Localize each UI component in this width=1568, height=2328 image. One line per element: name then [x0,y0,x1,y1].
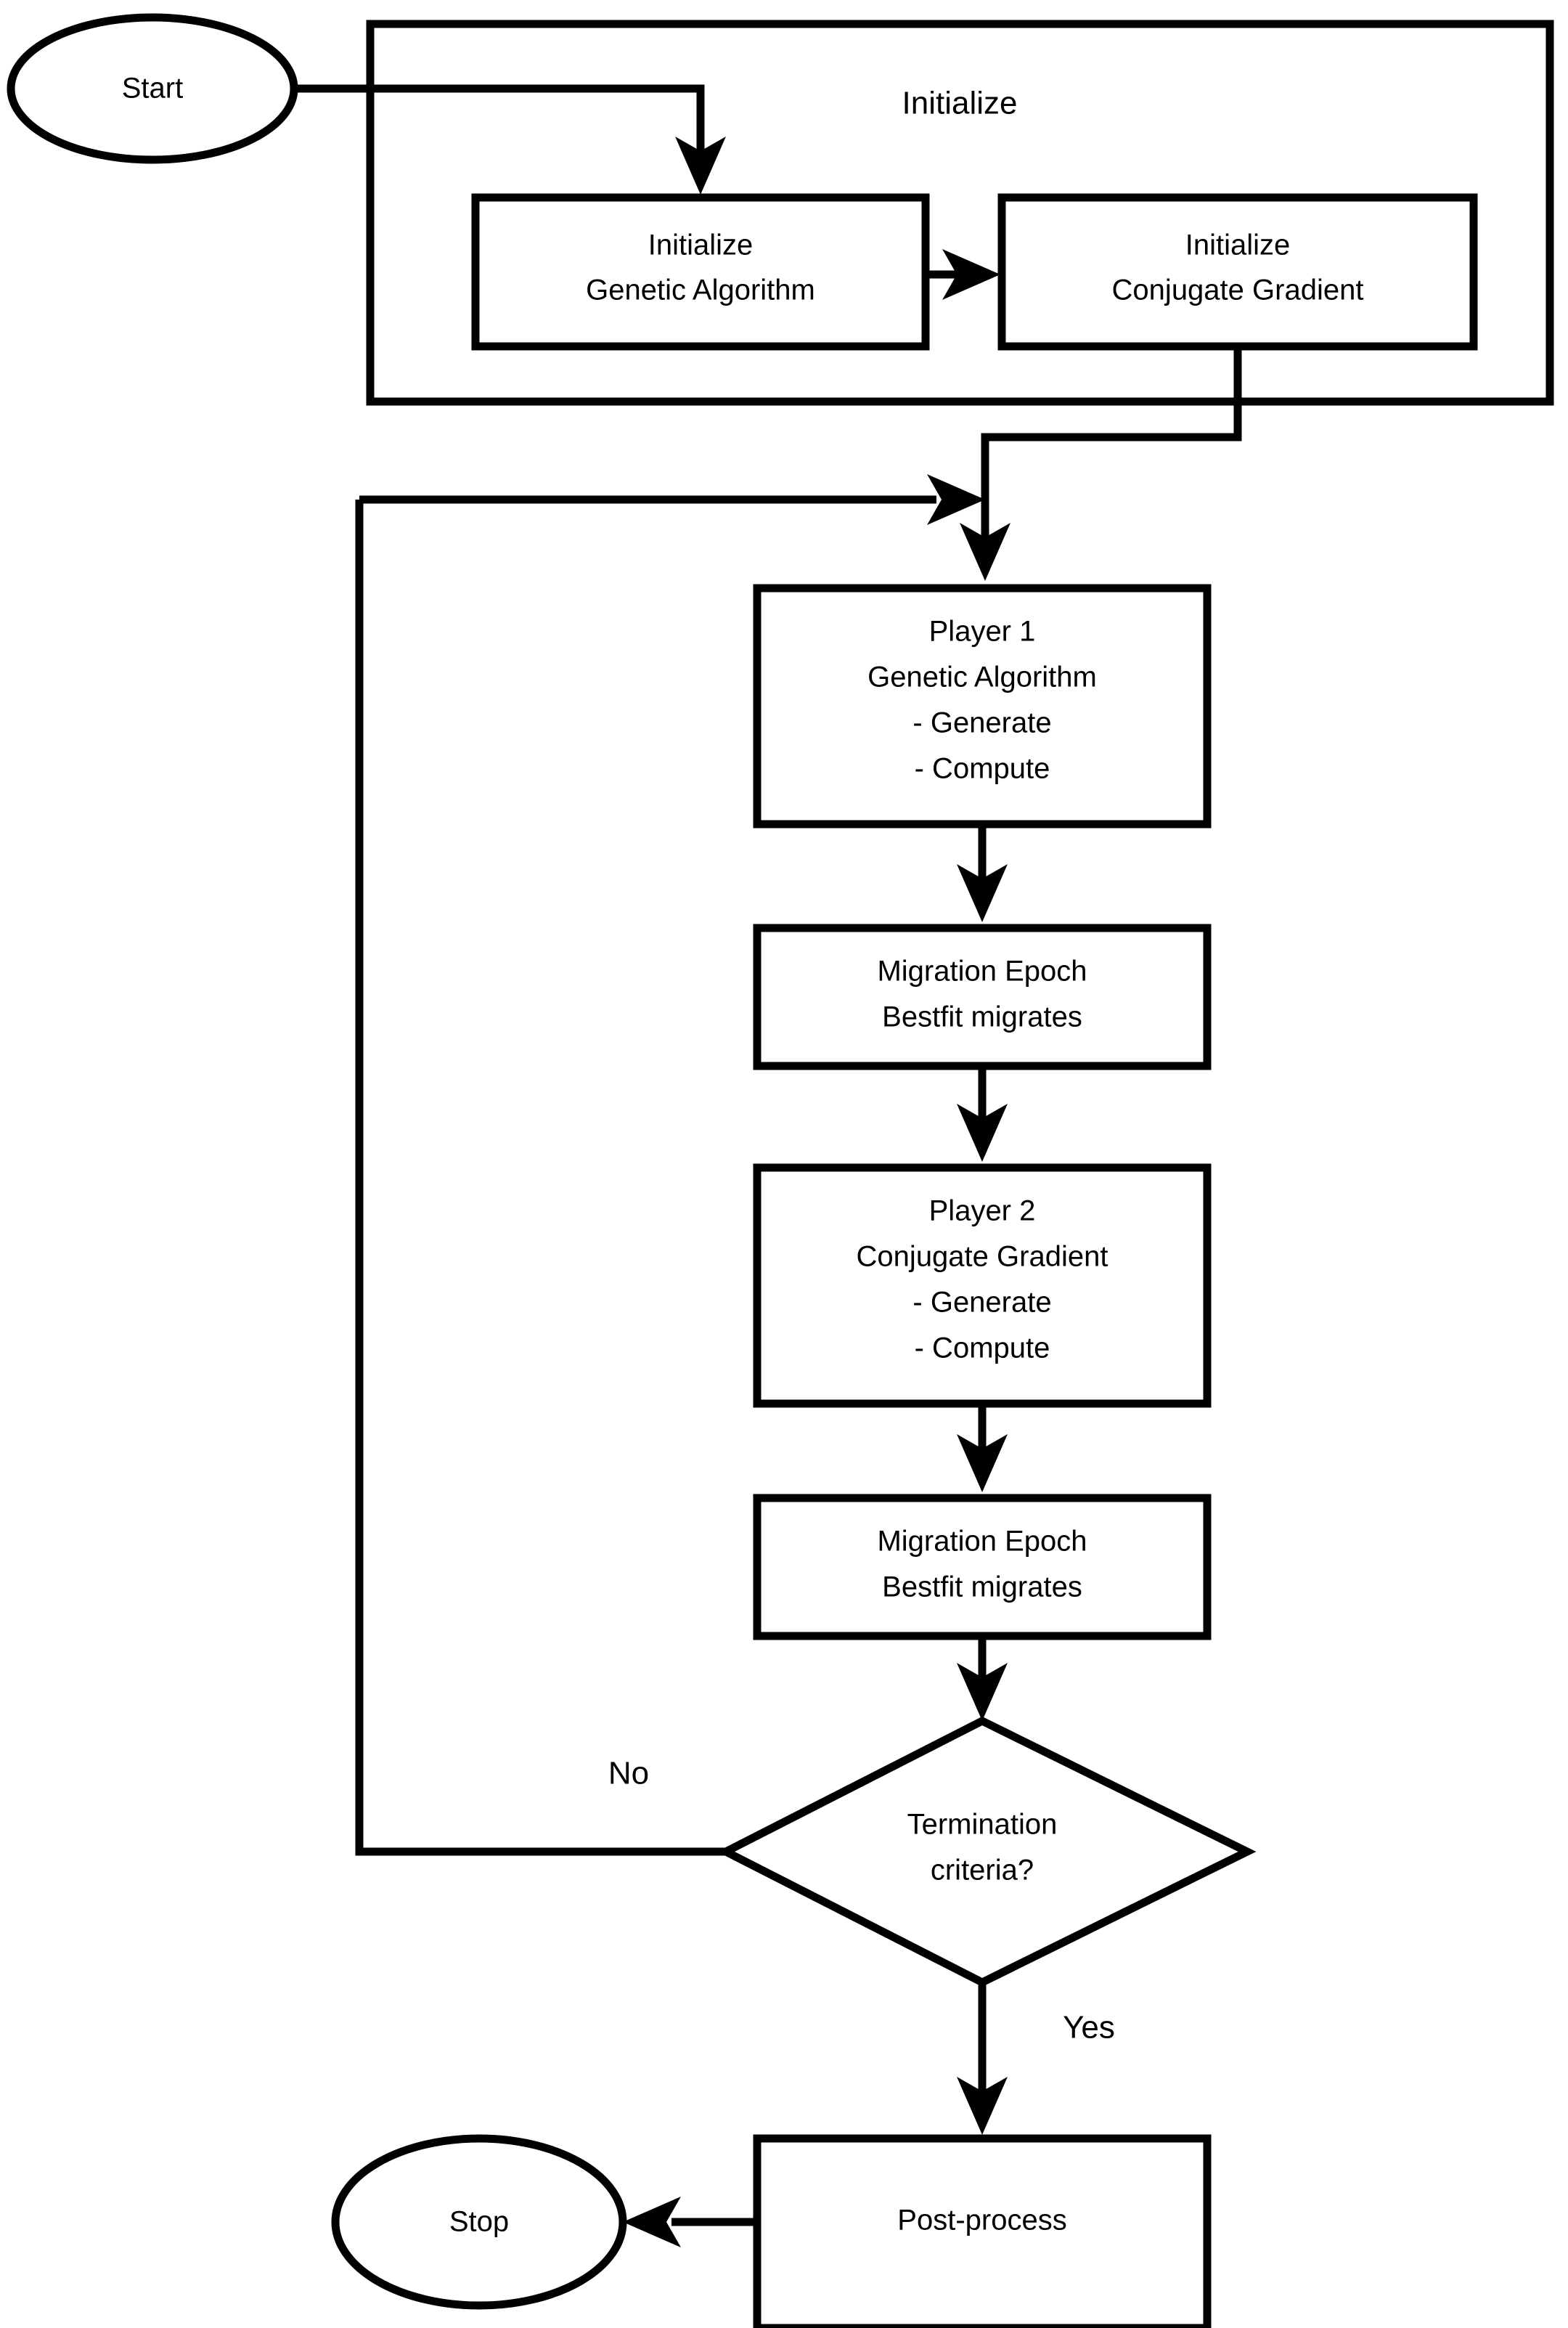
migration1-line2: Bestfit migrates [882,1001,1082,1033]
init-cg-line1: Initialize [1185,229,1291,261]
decision-line2: criteria? [931,1855,1034,1887]
init-ga-line2: Genetic Algorithm [586,274,815,306]
arrowhead-start-to-init-ga [675,137,726,195]
arrowhead-init-ga-to-init-cg [942,249,1000,300]
edge-label-no: No [608,1756,649,1791]
arrowhead-player1-to-migration1 [957,864,1008,922]
arrowhead-decision-to-postprocess [957,2077,1008,2135]
termination-criteria-diamond [716,1716,1257,1987]
migration2-line1: Migration Epoch [877,1526,1087,1558]
post-process-label: Post-process [897,2205,1066,2237]
player1-line3: - Generate [912,707,1051,739]
arrowhead-player2-to-migration2 [957,1434,1008,1492]
player1-line1: Player 1 [929,616,1036,648]
init-cg-line2: Conjugate Gradient [1112,274,1364,306]
edge-start-to-init-ga [294,84,705,156]
arrowhead-postprocess-to-stop [623,2197,681,2247]
post-process-box [753,2134,1212,2328]
decision-line1: Termination [907,1809,1058,1841]
stop-terminal [331,2134,627,2310]
init-ga-line1: Initialize [648,229,754,261]
arrowhead-loopback-merge [927,474,985,525]
migration-epoch-1-box [753,924,1212,1070]
edge-init-to-loop [981,346,1242,541]
player1-box [753,584,1212,829]
initialize-group-container [366,20,1554,406]
edge-loopback-left-and-bottom [355,500,726,1856]
init-conjugate-gradient-box [997,193,1478,351]
player1-line4: - Compute [915,753,1050,785]
arrowhead-init-to-loop [960,523,1010,581]
player1-line2: Genetic Algorithm [867,662,1097,693]
stop-terminal-label: Stop [449,2206,509,2238]
arrowhead-migration2-to-decision [957,1663,1008,1721]
arrowhead-migration1-to-player2 [957,1104,1008,1162]
player2-line2: Conjugate Gradient [857,1241,1108,1273]
migration1-line1: Migration Epoch [877,956,1087,988]
edge-label-yes: Yes [1063,2010,1115,2046]
initialize-group-title: Initialize [902,86,1018,121]
start-terminal-label: Start [122,73,183,105]
migration-epoch-2-box [753,1494,1212,1640]
player2-line4: - Compute [915,1332,1050,1364]
player2-line3: - Generate [912,1287,1051,1319]
init-genetic-algorithm-box [471,193,930,351]
player2-line1: Player 2 [929,1195,1036,1227]
migration2-line2: Bestfit migrates [882,1571,1082,1603]
